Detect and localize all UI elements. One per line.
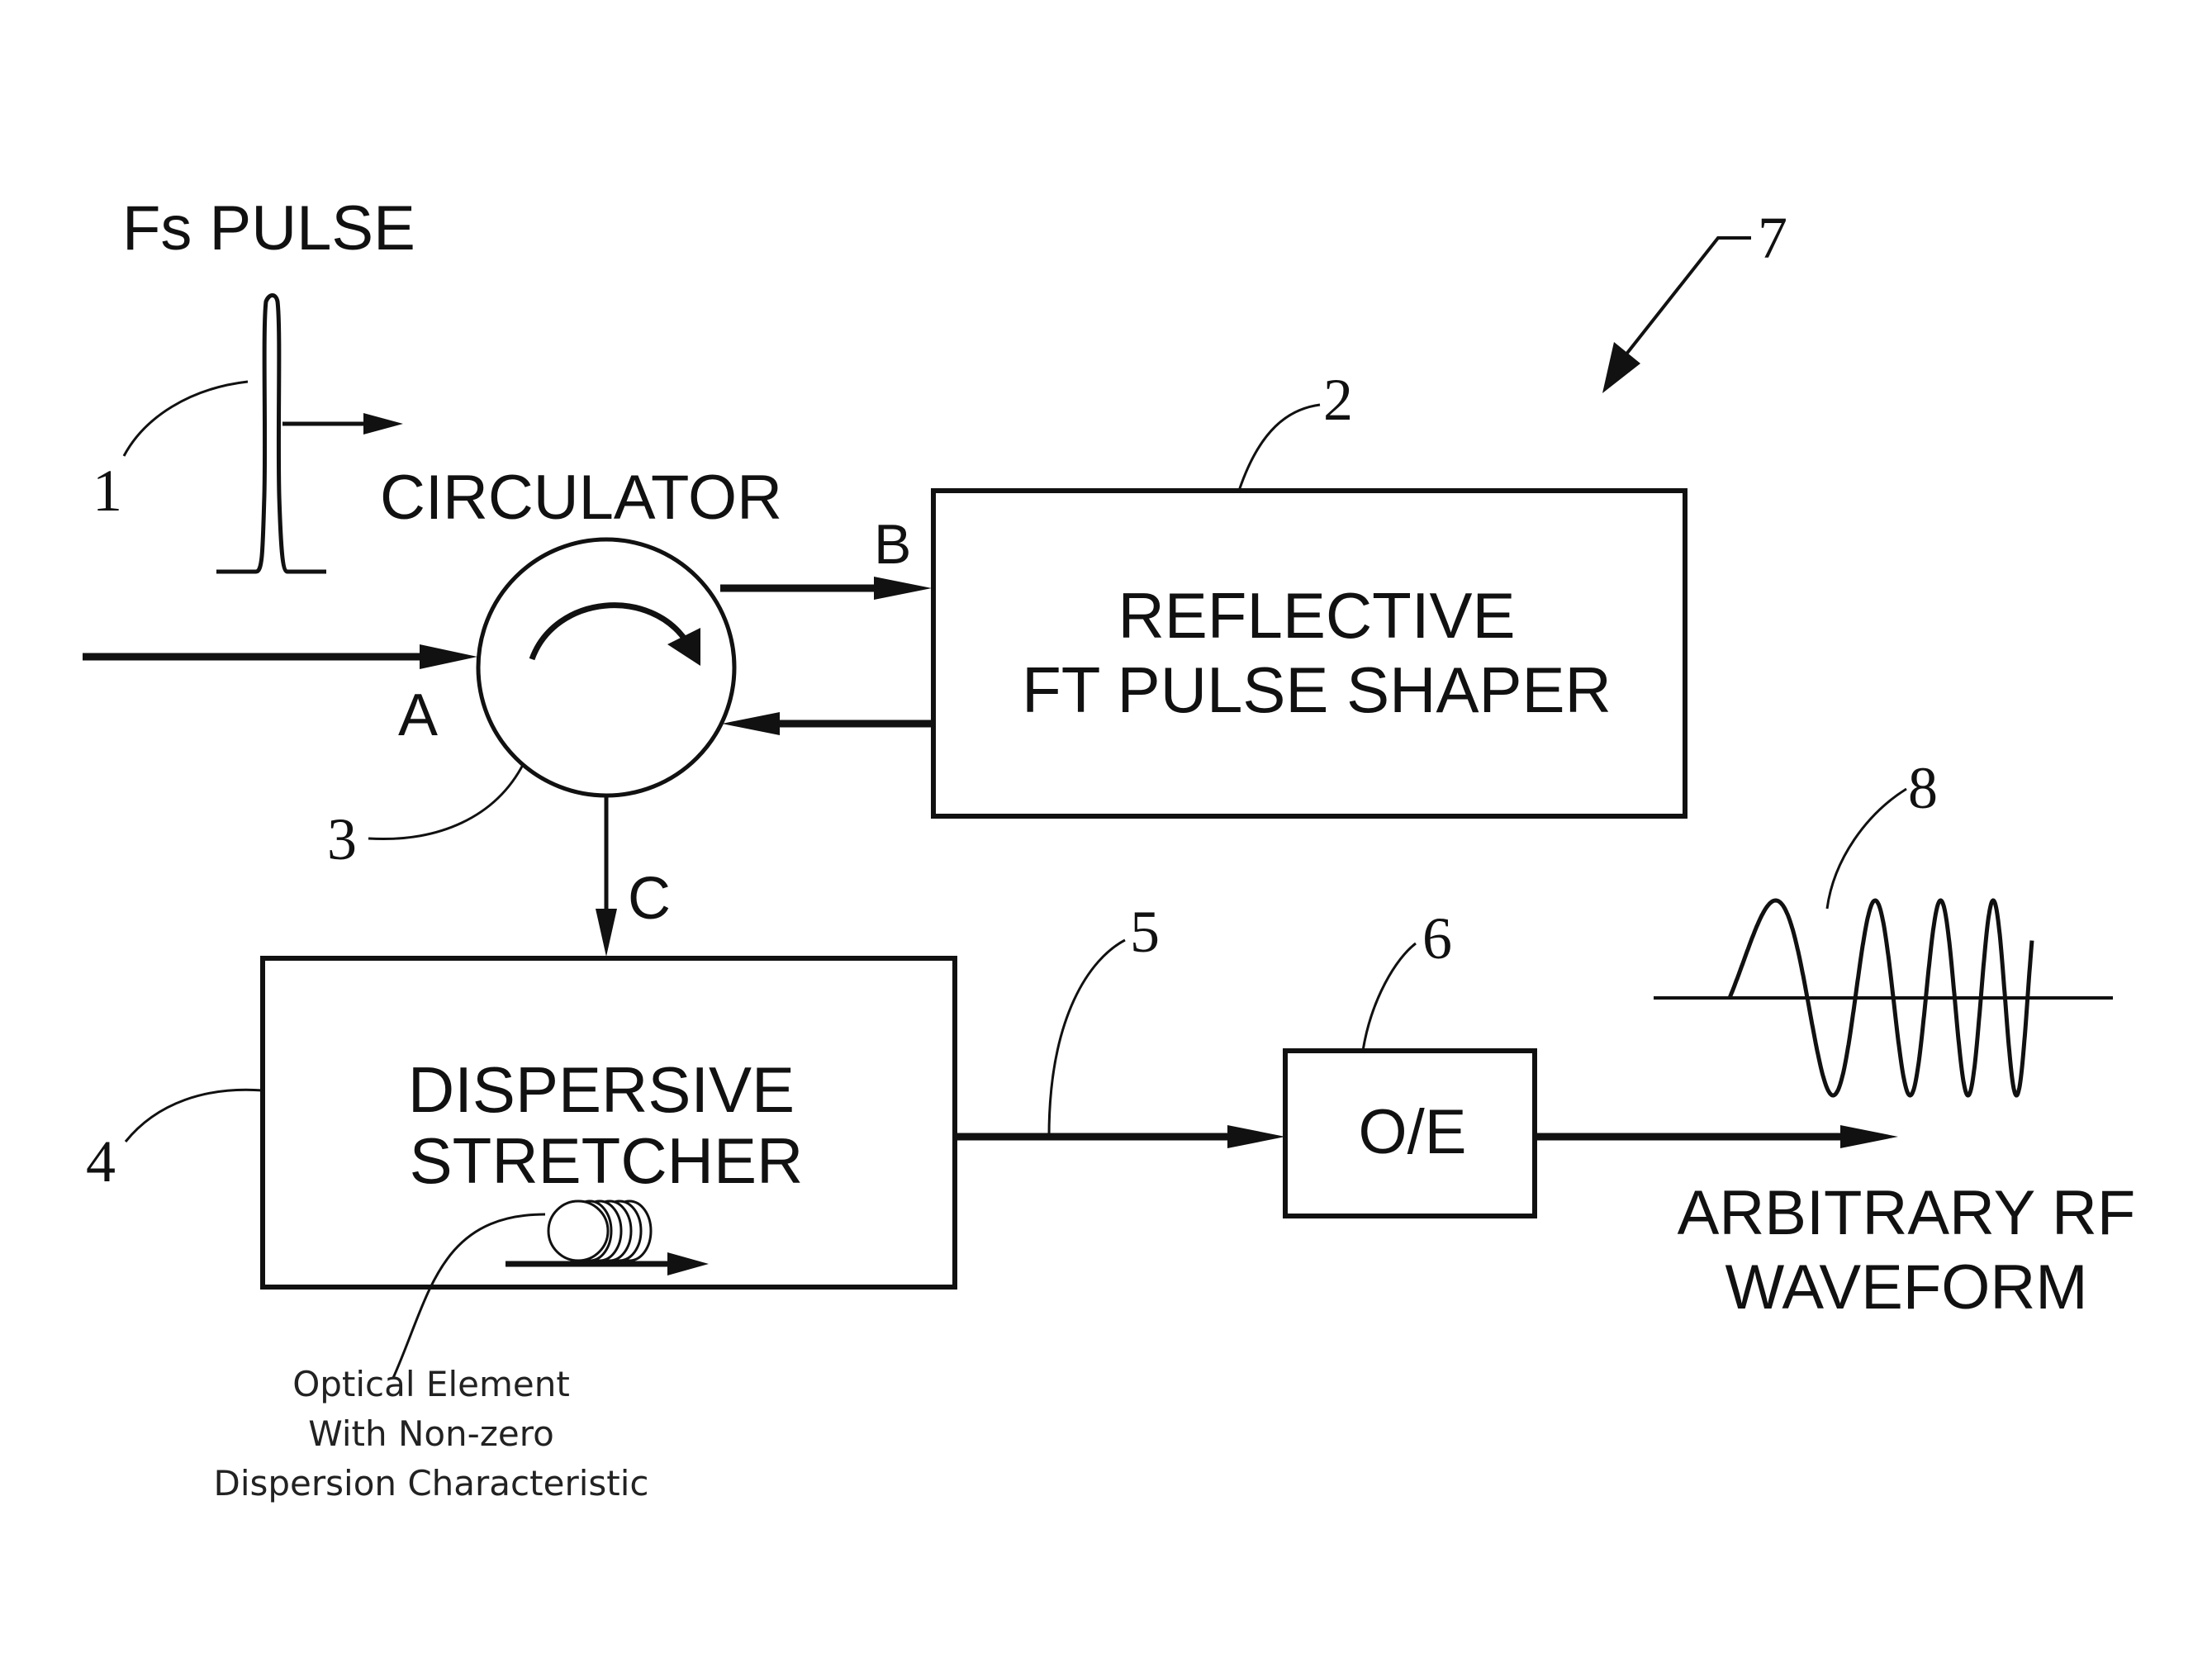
port-b-arrowhead — [874, 577, 932, 600]
leader-line-3 — [368, 763, 524, 839]
note-line2: With Non-zero — [308, 1413, 554, 1454]
pulse-direction-arrowhead — [363, 413, 403, 435]
leader-line-1 — [124, 382, 248, 456]
circulator — [478, 539, 734, 796]
leader-line-6 — [1363, 943, 1416, 1051]
ref-numeral-2: 2 — [1323, 367, 1353, 433]
spool-propagation-arrowhead — [667, 1252, 709, 1275]
shaper-label-line1: REFLECTIVE — [1118, 579, 1515, 652]
leader-line-2 — [1239, 405, 1320, 491]
fiber-spool-icon — [548, 1201, 651, 1261]
shaper-label-line2: FT PULSE SHAPER — [1022, 653, 1612, 726]
port-a-label: A — [398, 682, 438, 748]
port-c-arrowhead — [596, 909, 617, 957]
ref-7-arrowhead — [1602, 342, 1640, 393]
ref-numeral-1: 1 — [93, 458, 122, 524]
rf-output-arrowhead — [1840, 1125, 1898, 1148]
output-label-line2: WAVEFORM — [1725, 1252, 2087, 1323]
stretcher-label-line2: STRETCHER — [410, 1124, 804, 1197]
port-c-label: C — [628, 866, 671, 932]
stretcher-label-line1: DISPERSIVE — [408, 1053, 795, 1126]
ref-numeral-6: 6 — [1422, 905, 1452, 971]
stretcher-output-arrowhead — [1227, 1125, 1285, 1148]
leader-line-7 — [1619, 238, 1751, 363]
leader-line-5 — [1049, 940, 1125, 1137]
note-line3: Dispersion Characteristic — [213, 1463, 648, 1503]
circulation-direction-arrow — [532, 606, 687, 659]
fs-pulse-label: Fs PULSE — [122, 193, 415, 264]
ref-numeral-5: 5 — [1130, 899, 1160, 965]
oe-label: O/E — [1359, 1097, 1467, 1167]
leader-line-8 — [1827, 789, 1906, 909]
circulator-label: CIRCULATOR — [380, 463, 782, 533]
leader-line-4 — [126, 1090, 263, 1142]
port-b-label: B — [874, 513, 911, 576]
output-label-line1: ARBITRARY RF — [1678, 1178, 2136, 1248]
input-fiber-arrowhead — [420, 644, 477, 669]
note-line1: Optical Element — [292, 1364, 570, 1404]
ref-numeral-8: 8 — [1908, 755, 1938, 821]
ref-numeral-7: 7 — [1758, 205, 1787, 271]
ref-numeral-3: 3 — [327, 806, 357, 872]
optical-element-leader-line — [393, 1214, 545, 1378]
return-fiber-arrowhead — [722, 712, 780, 735]
ref-numeral-4: 4 — [86, 1128, 116, 1195]
fs-pulse-waveform — [216, 296, 326, 572]
